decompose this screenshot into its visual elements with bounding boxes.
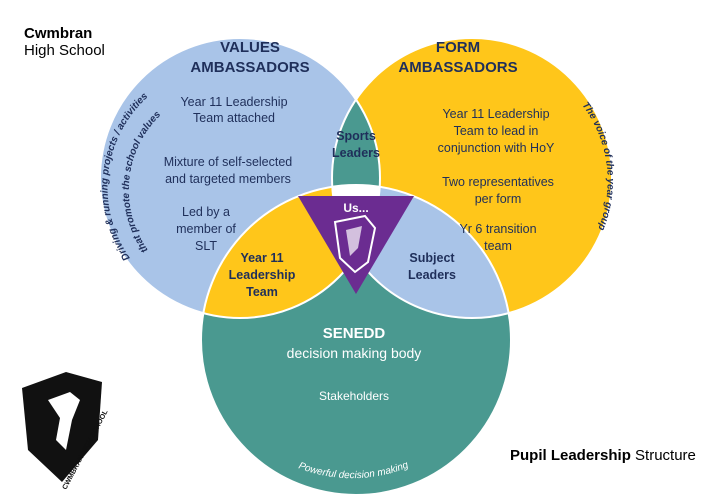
form-line: conjunction with HoY — [438, 141, 555, 155]
form-line: Two representatives — [442, 175, 554, 189]
values-line: and targeted members — [165, 172, 291, 186]
values-line: Team attached — [193, 111, 275, 125]
subject-leaders-label: Leaders — [408, 268, 456, 282]
school-name-bold: Cwmbran — [24, 25, 93, 42]
form-line: Yr 6 transition — [459, 222, 536, 236]
title-bold: Pupil Leadership — [510, 447, 631, 464]
values-line: member of — [176, 222, 236, 236]
school-name: Cwmbran High School — [24, 25, 105, 59]
form-line: Year 11 Leadership — [442, 107, 549, 121]
school-logo-icon: CWMBRAN HIGH SCHOOL — [22, 372, 110, 491]
sports-leaders-label: Leaders — [332, 146, 380, 160]
year11-label: Year 11 — [240, 251, 283, 265]
diagram-title: Pupil Leadership Structure — [510, 447, 696, 464]
form-line: Team to lead in — [454, 124, 539, 138]
year11-label: Team — [246, 285, 278, 299]
us-label: Us... — [343, 201, 368, 215]
senedd-title: SENEDD — [323, 325, 386, 342]
stakeholders-label: Stakeholders — [319, 389, 389, 403]
subject-leaders-label: Subject — [409, 251, 455, 265]
values-title-1: VALUES — [220, 39, 280, 56]
values-line: Mixture of self-selected — [164, 155, 293, 169]
form-title-2: AMBASSADORS — [398, 59, 517, 76]
values-line: Led by a — [182, 205, 230, 219]
title-rest: Structure — [635, 447, 696, 464]
values-line: Year 11 Leadership — [180, 95, 287, 109]
school-name-rest: High School — [24, 42, 105, 59]
sports-leaders-label: Sports — [336, 129, 376, 143]
values-line: SLT — [195, 239, 217, 253]
year11-region — [201, 185, 380, 318]
form-line: per form — [475, 192, 522, 206]
form-line: team — [484, 239, 512, 253]
triangle-shield-icon — [333, 214, 377, 274]
senedd-subtitle: decision making body — [287, 345, 422, 361]
subject-leaders-region — [332, 185, 511, 318]
values-title-2: AMBASSADORS — [190, 59, 309, 76]
year11-label: Leadership — [229, 268, 296, 282]
form-title-1: FORM — [436, 39, 480, 56]
